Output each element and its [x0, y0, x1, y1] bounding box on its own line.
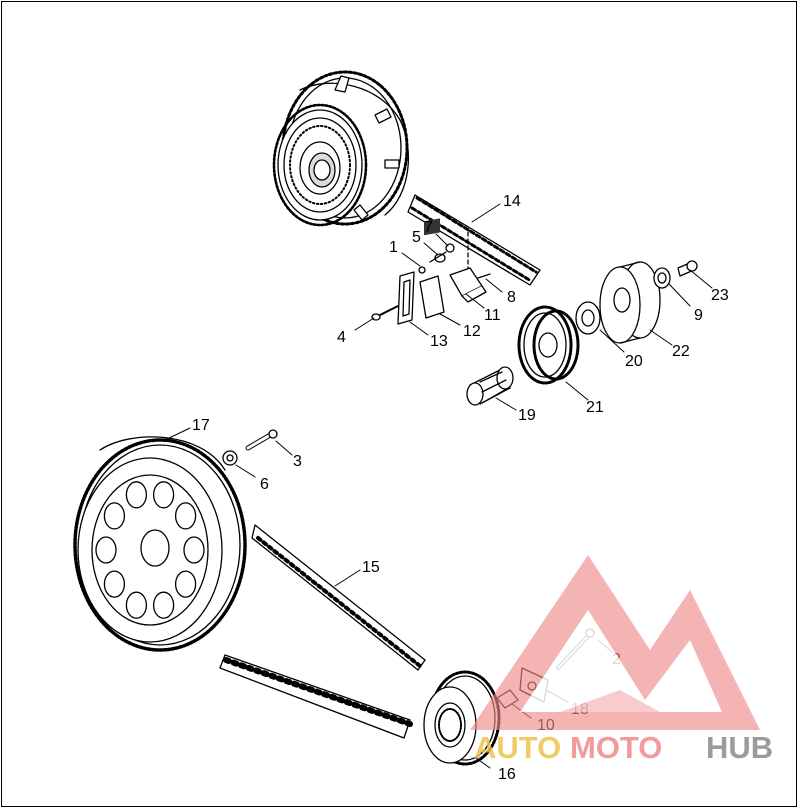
callout-16: 16 — [498, 766, 516, 783]
watermark-text-hub: HUB — [706, 730, 773, 765]
watermark-logo: AUTO MOTO HUB — [470, 555, 773, 765]
callout-15: 15 — [362, 559, 380, 576]
engine-sprocket-stack — [466, 260, 698, 406]
pulley-hole — [183, 536, 205, 564]
watermark-text-auto: AUTO — [474, 730, 561, 765]
callout-22: 22 — [672, 343, 690, 360]
callout-13: 13 — [430, 333, 448, 350]
pulley-hole — [152, 481, 175, 509]
pulley-hole — [152, 591, 175, 619]
chain-tensioner — [371, 218, 491, 325]
callout-6: 6 — [260, 476, 269, 493]
callout-21: 21 — [586, 399, 604, 416]
callout-1: 1 — [389, 239, 398, 256]
pulley-hole — [103, 502, 126, 530]
pulley-bolt-washer — [222, 429, 278, 466]
pulley-hole — [125, 481, 148, 509]
callout-17: 17 — [192, 417, 210, 434]
pulley-hole — [103, 570, 126, 598]
callout-7: 7 — [424, 219, 433, 236]
secondary-drive-belt — [219, 524, 426, 739]
pulley-hole — [125, 591, 148, 619]
watermark-text-moto: MOTO — [570, 730, 662, 765]
clutch-assembly — [272, 70, 410, 227]
rear-belt-pulley — [73, 436, 247, 652]
callout-9: 9 — [694, 307, 703, 324]
callout-23: 23 — [711, 287, 729, 304]
callout-14: 14 — [503, 193, 521, 210]
callout-5: 5 — [412, 229, 421, 246]
pulley-hole — [174, 570, 197, 598]
callout-3: 3 — [293, 453, 302, 470]
callout-4: 4 — [337, 329, 346, 346]
pulley-hole — [95, 536, 117, 564]
pulley-hole — [174, 502, 197, 530]
callout-19: 19 — [518, 407, 536, 424]
callout-20: 20 — [625, 353, 643, 370]
callout-8: 8 — [507, 289, 516, 306]
callout-11: 11 — [484, 307, 501, 324]
callout-12: 12 — [463, 323, 481, 340]
